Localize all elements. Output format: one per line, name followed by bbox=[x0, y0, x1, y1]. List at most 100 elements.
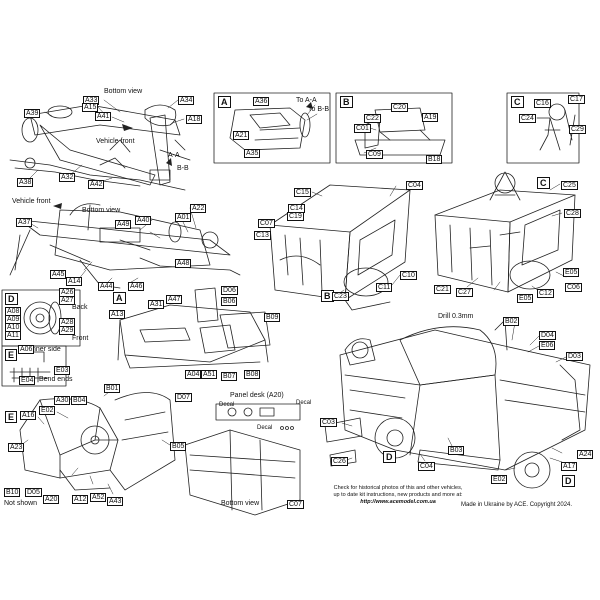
marker-e: E bbox=[5, 411, 18, 423]
title-bottom-view-top: Bottom view bbox=[104, 88, 143, 95]
label-bend-ends: Bend ends bbox=[39, 376, 73, 383]
truck-assembly bbox=[324, 319, 591, 489]
label-decal-1: Decal bbox=[219, 402, 235, 408]
cargo-body-left bbox=[269, 184, 411, 311]
part-label: A34 bbox=[178, 96, 195, 105]
part-label: C20 bbox=[391, 103, 408, 112]
label-vehicle-front-1: Vehicle front bbox=[96, 138, 135, 145]
arrows bbox=[53, 102, 313, 209]
section-tag-a: A bbox=[218, 96, 231, 108]
part-label: A19 bbox=[422, 113, 439, 122]
title-bottom-view-mid: Bottom view bbox=[82, 207, 121, 214]
part-label: A13 bbox=[109, 310, 126, 319]
section-tag-c: C bbox=[511, 96, 524, 108]
part-label: A29 bbox=[59, 326, 76, 335]
part-label: A21 bbox=[233, 131, 250, 140]
part-label: E04 bbox=[19, 376, 36, 385]
footer-note: Check for historical photos of this and … bbox=[312, 485, 484, 506]
part-label: A44 bbox=[98, 282, 115, 291]
part-label: A43 bbox=[107, 497, 124, 506]
part-label: C01 bbox=[354, 124, 371, 133]
section-tag-e: E bbox=[5, 349, 18, 361]
part-label: C06 bbox=[565, 283, 582, 292]
inset-box-a bbox=[213, 92, 331, 164]
part-label: C13 bbox=[254, 231, 271, 240]
part-label: A52 bbox=[90, 493, 107, 502]
part-label: A51 bbox=[201, 370, 218, 379]
part-label: B04 bbox=[71, 396, 88, 405]
marker-b: B bbox=[321, 290, 334, 302]
chassis-side-view bbox=[9, 203, 241, 289]
marker-a: A bbox=[113, 292, 126, 304]
part-label: A12 bbox=[72, 495, 89, 504]
part-label: C19 bbox=[287, 212, 304, 221]
part-label: C23 bbox=[332, 292, 349, 301]
inset-box-b bbox=[335, 92, 453, 164]
label-to-bb: To B-B bbox=[308, 106, 330, 113]
part-label: A23 bbox=[8, 443, 25, 452]
part-label: A06 bbox=[18, 345, 35, 354]
part-label: E05 bbox=[517, 294, 534, 303]
part-label: B18 bbox=[426, 155, 443, 164]
label-decal-2: Decal bbox=[296, 400, 312, 406]
part-label: C03 bbox=[320, 418, 337, 427]
part-label: E02 bbox=[491, 475, 508, 484]
footer-url[interactable]: http://www.acemodel.com.ua bbox=[360, 499, 436, 505]
part-label: D07 bbox=[175, 393, 192, 402]
part-label: D05 bbox=[25, 488, 42, 497]
label-vehicle-front-2: Vehicle front bbox=[12, 198, 51, 205]
label-not-shown: Not shown bbox=[4, 500, 38, 507]
part-label: C25 bbox=[561, 181, 578, 190]
copyright: Made in Ukraine by ACE. Copyright 2024. bbox=[461, 502, 573, 508]
part-label: A39 bbox=[24, 109, 41, 118]
part-label: A11 bbox=[5, 331, 21, 340]
part-label: C28 bbox=[564, 209, 581, 218]
part-label: A35 bbox=[244, 149, 261, 158]
part-label: A27 bbox=[59, 296, 76, 305]
section-tag-b: B bbox=[340, 96, 353, 108]
part-label: A01 bbox=[175, 213, 192, 222]
label-panel-desk: Panel desk (A20) bbox=[230, 392, 284, 399]
part-label: C22 bbox=[364, 114, 381, 123]
part-label: A22 bbox=[190, 204, 207, 213]
part-label: B06 bbox=[221, 297, 238, 306]
marker-d-2: D bbox=[562, 475, 575, 487]
cargo-body-right bbox=[434, 171, 576, 293]
panel-desk bbox=[215, 403, 301, 430]
part-label: A15 bbox=[82, 103, 99, 112]
label-bb: B-B bbox=[177, 165, 189, 172]
engine-inset-a bbox=[229, 107, 311, 151]
part-label: A18 bbox=[186, 115, 203, 124]
part-label: A40 bbox=[135, 216, 152, 225]
part-label: B07 bbox=[221, 372, 238, 381]
marker-c: C bbox=[537, 177, 550, 189]
label-inner-side: Inner side bbox=[30, 346, 61, 353]
part-label: C27 bbox=[456, 288, 473, 297]
part-label: B09 bbox=[264, 313, 281, 322]
part-label: C17 bbox=[568, 95, 585, 104]
part-label: C15 bbox=[294, 188, 311, 197]
part-label: A47 bbox=[166, 295, 183, 304]
label-back: Back bbox=[72, 304, 88, 311]
cab-floor-seats bbox=[117, 287, 271, 369]
section-tag-d: D bbox=[5, 293, 18, 305]
part-label: A20 bbox=[43, 495, 60, 504]
part-label: A17 bbox=[561, 462, 578, 471]
part-label: A41 bbox=[95, 112, 112, 121]
part-label: B10 bbox=[4, 488, 21, 497]
part-label: A42 bbox=[88, 180, 105, 189]
part-label: C07 bbox=[258, 219, 275, 228]
part-label: C10 bbox=[400, 271, 417, 280]
winch-inset-c bbox=[536, 103, 576, 151]
part-label: B01 bbox=[104, 384, 121, 393]
part-label: A45 bbox=[50, 270, 67, 279]
part-label: A14 bbox=[66, 277, 83, 286]
part-label: B05 bbox=[170, 442, 187, 451]
part-label: C07 bbox=[287, 500, 304, 509]
part-label: C21 bbox=[434, 285, 451, 294]
part-label: A24 bbox=[577, 450, 594, 459]
part-label: C04 bbox=[406, 181, 423, 190]
part-label: C11 bbox=[376, 283, 393, 292]
part-label: A04 bbox=[185, 370, 202, 379]
